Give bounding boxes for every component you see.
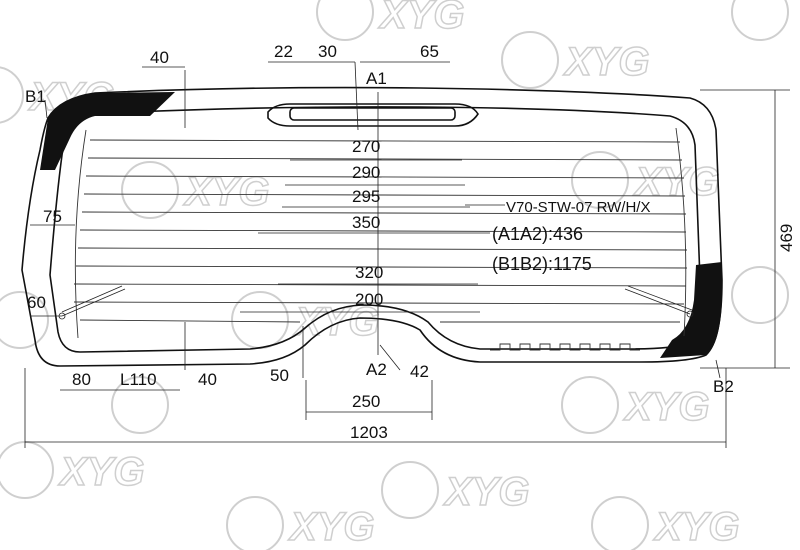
watermark-logo — [731, 266, 789, 324]
svg-text:XYG: XYG — [293, 300, 379, 344]
defroster-terminal-strip — [490, 343, 640, 351]
watermark-logo: XYG — [501, 31, 650, 89]
watermark-logo: XYG — [231, 291, 380, 349]
dim-42: 42 — [410, 362, 429, 381]
dim-60: 60 — [27, 293, 46, 312]
dim-295: 295 — [352, 187, 380, 206]
point-a2: A2 — [366, 360, 387, 379]
dim-320: 320 — [355, 263, 383, 282]
point-a1: A1 — [366, 69, 387, 88]
watermark-logo — [0, 291, 49, 349]
heater-grid — [73, 127, 688, 351]
heater-line — [85, 175, 685, 179]
dim-l110: L110 — [120, 370, 157, 389]
svg-text:XYG: XYG — [443, 470, 529, 514]
reference-points: A1 A2 B1 B2 — [25, 69, 734, 396]
dim-469: 469 — [777, 224, 796, 252]
model-code: V70-STW-07 RW/H/X — [506, 199, 650, 216]
watermark-logo: XYG — [0, 441, 145, 499]
spec-block: V70-STW-07 RW/H/X (A1A2):436 (B1B2):1175 — [492, 199, 650, 274]
ceramic-band-top-left — [40, 92, 175, 170]
point-b1: B1 — [25, 87, 46, 106]
ceramic-band-bottom-right — [660, 262, 722, 358]
heater-line — [87, 157, 683, 161]
watermark-logo: XYG — [226, 496, 375, 550]
dim-80: 80 — [72, 370, 91, 389]
spec-a1a2: (A1A2):436 — [492, 224, 583, 244]
svg-text:XYG: XYG — [633, 160, 719, 204]
svg-text:XYG: XYG — [563, 40, 649, 84]
heater-line — [83, 193, 686, 197]
dim-50: 50 — [270, 366, 289, 385]
heater-busbar-right — [675, 127, 687, 337]
watermark-logo: XYG — [121, 161, 270, 219]
watermark-logo: XYG — [381, 461, 530, 519]
dim-65: 65 — [420, 42, 439, 61]
svg-text:XYG: XYG — [58, 450, 144, 494]
brake-light — [289, 107, 456, 121]
dim-40-bottom: 40 — [198, 370, 217, 389]
heater-line — [79, 319, 301, 323]
wiper-left — [58, 285, 126, 320]
svg-text:XYG: XYG — [288, 505, 374, 549]
heater-busbar-left — [74, 129, 87, 339]
dim-1203: 1203 — [350, 423, 388, 442]
svg-text:XYG: XYG — [378, 0, 464, 37]
dim-250: 250 — [352, 392, 380, 411]
heater-line — [89, 139, 681, 143]
dim-200: 200 — [355, 290, 383, 309]
svg-text:XYG: XYG — [623, 385, 709, 429]
dim-290: 290 — [352, 163, 380, 182]
point-b2: B2 — [713, 377, 734, 396]
watermark-logo: XYG — [561, 376, 710, 434]
dim-30: 30 — [318, 42, 337, 61]
spec-b1b2: (B1B2):1175 — [492, 254, 592, 274]
heater-line — [75, 265, 688, 269]
heater-line — [73, 301, 685, 305]
heater-line — [79, 229, 687, 233]
heater-line — [77, 247, 688, 251]
dimension-lines — [24, 61, 790, 448]
dim-75: 75 — [43, 207, 62, 226]
glass-outer-edge — [21, 86, 723, 367]
dim-270: 270 — [352, 137, 380, 156]
watermark-logo: XYG — [571, 151, 720, 209]
brake-light-housing — [267, 103, 479, 127]
svg-text:XYG: XYG — [653, 505, 739, 549]
dim-40-top: 40 — [150, 48, 169, 67]
dimension-labels: 40 22 30 65 270 290 295 350 75 320 200 6… — [27, 42, 796, 442]
watermark-logo: XYG — [591, 496, 740, 550]
dim-22: 22 — [274, 42, 293, 61]
dim-350: 350 — [352, 213, 380, 232]
watermark-logo — [111, 376, 169, 434]
glass-outline — [21, 86, 723, 367]
heater-line — [73, 283, 687, 287]
heater-line — [81, 211, 687, 215]
wiper-right — [624, 285, 694, 318]
watermark-logo — [731, 0, 789, 41]
watermark-logo: XYG — [316, 0, 465, 41]
